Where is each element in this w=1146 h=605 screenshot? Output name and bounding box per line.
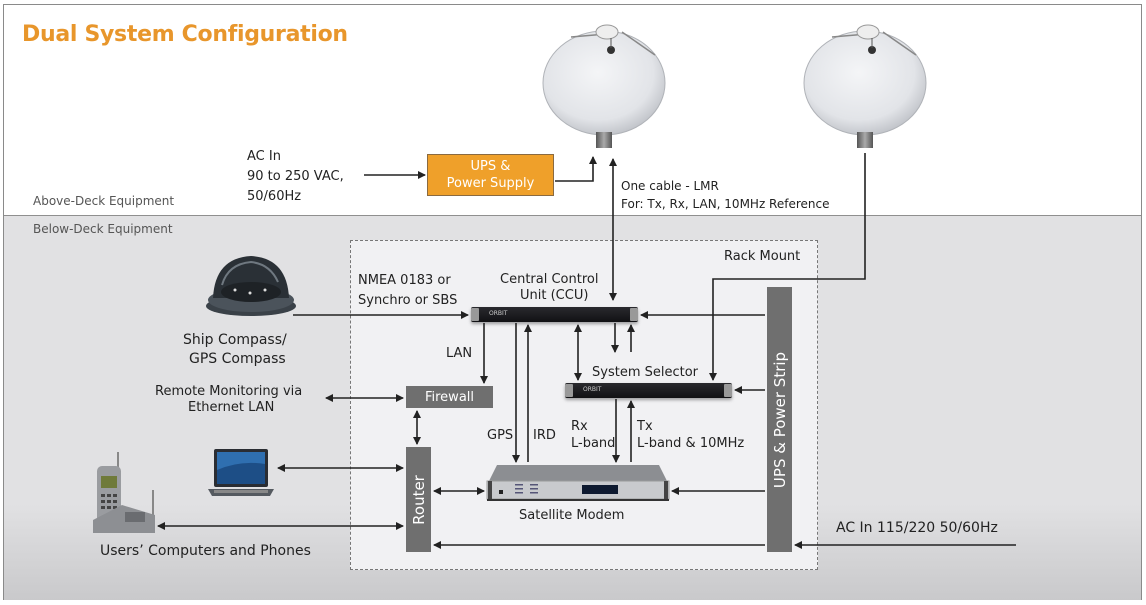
antenna2-to-selector-line xyxy=(709,153,866,381)
rack-ear xyxy=(630,308,638,321)
rx-label-line1: Rx xyxy=(571,419,588,434)
ird-label: IRD xyxy=(533,428,556,443)
satellite-modem-label: Satellite Modem xyxy=(519,508,625,523)
antenna-1-icon xyxy=(542,24,666,148)
rack-ear xyxy=(565,384,573,397)
ac-in-bottom-label: AC In 115/220 50/60Hz xyxy=(836,520,998,536)
ccu-label-line2: Unit (CCU) xyxy=(520,288,589,303)
ship-compass-icon xyxy=(206,256,296,316)
rack-ear xyxy=(471,308,479,321)
system-selector-rack-unit: ORBIT xyxy=(565,383,732,398)
above-deck-label: Above-Deck Equipment xyxy=(33,194,175,208)
gps-label: GPS xyxy=(487,428,514,443)
tx-label-line1: Tx xyxy=(637,419,653,434)
rack-mount-label: Rack Mount xyxy=(724,249,801,264)
rack-ear xyxy=(724,384,732,397)
phone-icon xyxy=(93,452,155,533)
ups-power-strip-box: UPS & Power Strip xyxy=(767,287,792,552)
ac-in-top-line3: 50/60Hz xyxy=(247,189,302,204)
laptop-icon xyxy=(208,449,274,496)
below-deck-label: Below-Deck Equipment xyxy=(33,222,173,236)
system-selector-label: System Selector xyxy=(592,365,699,380)
diagram-title: Dual System Configuration xyxy=(22,22,348,47)
ccu-brand-logo: ORBIT xyxy=(489,310,508,317)
remote-monitoring-line2: Ethernet LAN xyxy=(188,400,275,415)
ccu-label-line1: Central Control xyxy=(500,272,599,287)
selector-brand-logo: ORBIT xyxy=(583,386,602,393)
ups-line1: UPS & xyxy=(470,159,511,174)
cable-note-line1: One cable - LMR xyxy=(621,179,719,193)
router-box: Router xyxy=(406,447,431,552)
cable-note-line2: For: Tx, Rx, LAN, 10MHz Reference xyxy=(621,197,830,211)
ups-power-supply-box: UPS & Power Supply xyxy=(427,154,554,196)
ac-in-top-line1: AC In xyxy=(247,149,281,164)
compass-link-line2: Synchro or SBS xyxy=(358,293,458,308)
ups-line2: Power Supply xyxy=(446,176,535,191)
ccu-rack-unit: ORBIT xyxy=(471,307,638,322)
remote-monitoring-line1: Remote Monitoring via xyxy=(155,384,303,399)
tx-label-line2: L-band & 10MHz xyxy=(637,436,745,451)
users-label: Users’ Computers and Phones xyxy=(100,543,311,559)
compass-label-line2: GPS Compass xyxy=(189,351,286,367)
satellite-modem-icon xyxy=(486,465,670,501)
antenna-2-icon xyxy=(803,24,927,148)
ac-in-top-line2: 90 to 250 VAC, xyxy=(247,169,344,184)
lan-label: LAN xyxy=(446,346,473,361)
rx-label-line2: L-band xyxy=(571,436,616,451)
compass-link-line1: NMEA 0183 or xyxy=(358,273,451,288)
ups-to-antenna-line xyxy=(555,156,597,182)
compass-label-line1: Ship Compass/ xyxy=(183,332,287,348)
firewall-box: Firewall xyxy=(406,386,493,408)
